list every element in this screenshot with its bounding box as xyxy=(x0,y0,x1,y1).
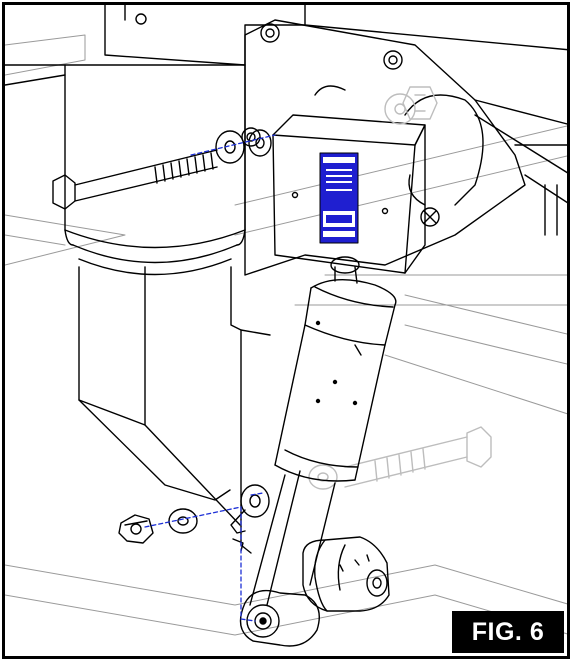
lower-bushing-eye xyxy=(302,536,390,612)
figure-label: FIG. 6 xyxy=(452,611,564,653)
assembly-lines xyxy=(144,134,276,622)
lock-nut xyxy=(118,508,198,544)
top-mount-housing xyxy=(272,114,426,274)
flat-washer xyxy=(215,129,272,164)
lower-bracket xyxy=(78,266,271,526)
air-spring-bellows xyxy=(64,64,246,276)
mounting-bolt xyxy=(52,149,218,210)
frame-rail xyxy=(5,34,567,636)
upper-mount-bracket xyxy=(241,19,567,276)
ghost-hardware-top xyxy=(384,86,438,125)
warning-label xyxy=(319,152,359,244)
assembly-drawing xyxy=(5,5,567,647)
ghost-hardware-mid xyxy=(308,426,492,490)
figure-frame: FIG. 6 xyxy=(2,2,570,659)
lower-stud-plate xyxy=(230,484,270,554)
upper-frame-plate xyxy=(5,5,306,86)
shock-absorber xyxy=(239,256,397,647)
